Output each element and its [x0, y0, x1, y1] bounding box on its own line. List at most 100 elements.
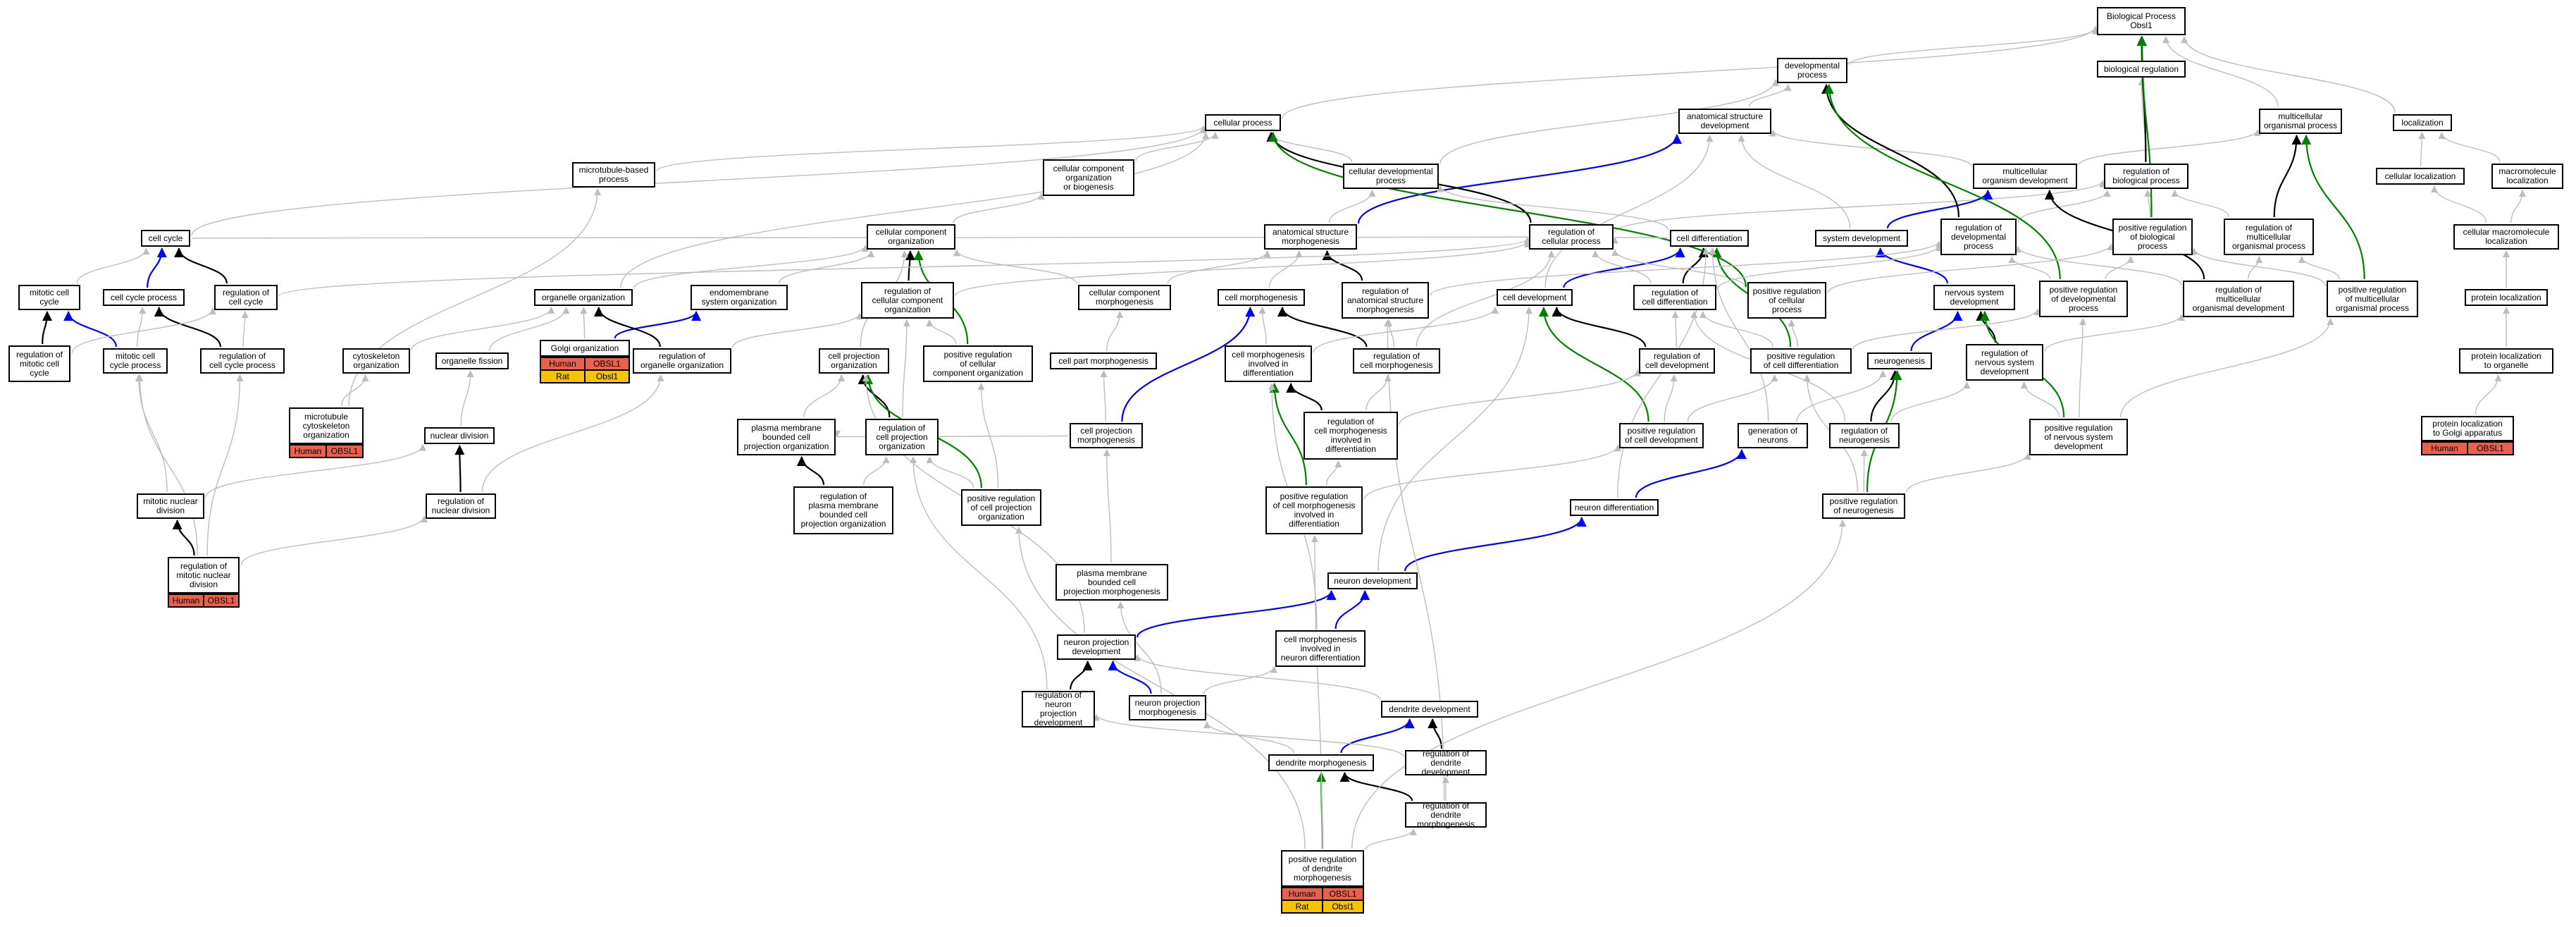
- go-term-regmultiproc[interactable]: regulation of multicellular organismal p…: [2224, 219, 2314, 255]
- go-term-regpmbcpo[interactable]: regulation of plasma membrane bounded ce…: [793, 486, 893, 534]
- go-term-regcc[interactable]: regulation of cell cycle: [214, 285, 278, 310]
- go-term-anatmorph[interactable]: anatomical structure morphogenesis: [1264, 224, 1357, 250]
- go-term-regneurogen[interactable]: regulation of neurogenesis: [1829, 423, 1900, 448]
- edge-regulates-denmorph-to-dendev: [1340, 718, 1415, 754]
- go-term-nucdiv[interactable]: nuclear division: [424, 427, 495, 444]
- go-term-cytoorg[interactable]: cytoskeleton organization: [342, 348, 410, 374]
- go-term-regdevproc[interactable]: regulation of developmental process: [1940, 219, 2017, 255]
- go-term-golgi[interactable]: Golgi organization: [540, 340, 630, 357]
- go-term-mtcyto[interactable]: microtubule cytoskeleton organization: [289, 407, 364, 444]
- go-term-neurdiff[interactable]: neuron differentiation: [1570, 499, 1659, 516]
- go-term-genneur[interactable]: generation of neurons: [1738, 423, 1808, 448]
- edge-is-a-regcelldev-to-regcelldiff: [1671, 311, 1679, 348]
- go-term-neurprojmorph[interactable]: neuron projection morphogenesis: [1129, 695, 1206, 720]
- go-term-regneurprojdev[interactable]: regulation of neuron projection developm…: [1022, 691, 1095, 728]
- go-term-celldev[interactable]: cell development: [1497, 289, 1573, 306]
- go-term-mitnucdiv[interactable]: mitotic nuclear division: [137, 493, 204, 519]
- go-term-cellmacroloc[interactable]: cellular macromolecule localization: [2453, 224, 2559, 250]
- go-term-pmbcpm[interactable]: plasma membrane bounded cell projection …: [1055, 564, 1168, 601]
- go-term-posregccorg[interactable]: positive regulation of cellular componen…: [923, 345, 1033, 382]
- go-term-ccomporg[interactable]: cellular component organization: [867, 224, 955, 250]
- go-term-cellpartmorph[interactable]: cell part morphogenesis: [1050, 352, 1157, 369]
- go-term-regmultidev[interactable]: regulation of multicellular organismal d…: [2183, 281, 2294, 317]
- go-term-orgorg[interactable]: organelle organization: [534, 289, 633, 306]
- go-term-ccorg[interactable]: cellular component organization or bioge…: [1043, 159, 1134, 196]
- go-term-cmind[interactable]: cell morphogenesis involved in different…: [1225, 345, 1312, 382]
- go-term-multidev[interactable]: multicellular organism development: [1973, 164, 2077, 189]
- edge-is-a-mitccproc-to-ccproc: [137, 307, 147, 348]
- go-term-celldevproc[interactable]: cellular developmental process: [1343, 164, 1439, 189]
- go-term-denmorph[interactable]: dendrite morphogenesis: [1268, 754, 1374, 771]
- go-term-regnsdev[interactable]: regulation of nervous system development: [1966, 344, 2043, 381]
- go-term-posregcellprojorg[interactable]: positive regulation of cell projection o…: [961, 489, 1041, 526]
- go-term-regcellprojorg[interactable]: regulation of cell projection organizati…: [865, 419, 939, 455]
- go-term-regcmind[interactable]: regulation of cell morphogenesis involve…: [1304, 412, 1398, 460]
- edge-is-a-mitnucdiv-to-mitccproc: [135, 374, 168, 493]
- go-term-posregmulti[interactable]: positive regulation of multicellular org…: [2327, 281, 2418, 317]
- go-term-regccorg[interactable]: regulation of cellular component organiz…: [861, 282, 954, 319]
- go-term-posregcellproc[interactable]: positive regulation of cellular process: [1747, 282, 1826, 319]
- edge-is-a-posregcelldev-to-posregcelldiff: [1687, 374, 1778, 422]
- go-term-neurdev[interactable]: neuron development: [1327, 572, 1418, 589]
- go-term-ccmorph[interactable]: cellular component morphogenesis: [1078, 285, 1171, 310]
- go-term-pmbcpo[interactable]: plasma membrane bounded cell projection …: [737, 419, 836, 455]
- go-term-regcellmorph[interactable]: regulation of cell morphogenesis: [1353, 348, 1440, 374]
- go-term-sysdev[interactable]: system development: [1815, 230, 1908, 247]
- go-term-endosys[interactable]: endomembrane system organization: [691, 285, 788, 310]
- go-term-cellprojorg[interactable]: cell projection organization: [819, 348, 889, 374]
- go-term-localization[interactable]: localization: [2393, 114, 2452, 131]
- go-term-reganatmorph[interactable]: regulation of anatomical structure morph…: [1342, 282, 1429, 319]
- go-term-cmnd[interactable]: cell morphogenesis involved in neuron di…: [1275, 630, 1366, 667]
- go-term-posregnsdev[interactable]: positive regulation of nervous system de…: [2029, 419, 2128, 455]
- edge-is-a-regnucdiv-to-regorgorg: [481, 374, 664, 493]
- edge-is-a-posregcmind-to-regcmind: [1326, 460, 1342, 486]
- go-term-regdendev[interactable]: regulation of dendrite development: [1405, 749, 1487, 776]
- go-term-posregdenmorph[interactable]: positive regulation of dendrite morphoge…: [1281, 850, 1364, 887]
- edge-is-a-posregcelldiff-to-posregdevproc: [1852, 308, 2041, 350]
- go-term-protlocorg[interactable]: protein localization to organelle: [2459, 348, 2553, 374]
- go-term-mitccproc[interactable]: mitotic cell cycle process: [103, 348, 168, 374]
- go-term-cellmorph[interactable]: cell morphogenesis: [1218, 289, 1305, 306]
- edge-is-a-posregneurogen-to-posregnsdev: [1906, 453, 2031, 493]
- go-term-anatdev[interactable]: anatomical structure development: [1678, 109, 1771, 134]
- go-term-protloc[interactable]: protein localization: [2465, 289, 2548, 306]
- go-term-posregneurogen[interactable]: positive regulation of neurogenesis: [1822, 493, 1905, 519]
- edge-is-a-cellpartmorph-to-ccmorph: [1106, 311, 1124, 352]
- go-term-orgfis[interactable]: organelle fission: [435, 352, 509, 369]
- edge-is-a-ccmorph-to-anatmorph: [1167, 250, 1271, 284]
- go-term-regcelldiff[interactable]: regulation of cell differentiation: [1633, 285, 1716, 310]
- go-term-regcelldev[interactable]: regulation of cell development: [1639, 348, 1715, 374]
- go-term-posregcelldev[interactable]: positive regulation of cell development: [1619, 423, 1704, 448]
- go-term-regorgorg[interactable]: regulation of organelle organization: [633, 348, 731, 374]
- go-term-regmitcc[interactable]: regulation of mitotic cell cycle: [8, 345, 70, 382]
- go-term-bp[interactable]: Biological Process Obsl1: [2097, 7, 2186, 35]
- go-term-posregdevproc[interactable]: positive regulation of developmental pro…: [2039, 281, 2128, 317]
- go-term-bioreg[interactable]: biological regulation: [2097, 61, 2186, 78]
- go-term-cellprojmorph[interactable]: cell projection morphogenesis: [1070, 423, 1143, 448]
- go-term-regccproc[interactable]: regulation of cell cycle process: [200, 348, 285, 374]
- go-term-cellproc[interactable]: cellular process: [1205, 114, 1281, 131]
- go-term-cellloc[interactable]: cellular localization: [2376, 168, 2465, 185]
- go-term-regmitnucdiv[interactable]: regulation of mitotic nuclear division: [168, 557, 240, 594]
- go-term-ccproc[interactable]: cell cycle process: [103, 289, 185, 306]
- go-term-regcellproc[interactable]: regulation of cellular process: [1529, 224, 1614, 250]
- go-term-posregcmind[interactable]: positive regulation of cell morphogenesi…: [1265, 486, 1363, 534]
- go-term-celldiff[interactable]: cell differentiation: [1670, 230, 1749, 247]
- go-term-regdenmorph[interactable]: regulation of dendrite morphogenesis: [1405, 801, 1487, 828]
- go-term-regbp[interactable]: regulation of biological process: [2104, 164, 2188, 189]
- go-term-dendev[interactable]: dendrite development: [1381, 701, 1478, 718]
- go-term-macroloc[interactable]: macromolecule localization: [2491, 164, 2563, 189]
- edge-part-of-regmitnucdiv-to-mitnucdiv: [172, 520, 195, 556]
- go-term-protlocgolgi[interactable]: protein localization to Golgi apparatus: [2421, 416, 2514, 441]
- go-term-multiproc[interactable]: multicellular organismal process: [2259, 109, 2342, 134]
- go-term-nsdev[interactable]: nervous system development: [1933, 285, 2015, 310]
- go-term-posregcelldiff[interactable]: positive regulation of cell differentiat…: [1750, 348, 1852, 374]
- go-term-devproc[interactable]: developmental process: [1777, 58, 1847, 83]
- go-term-posregbp[interactable]: positive regulation of biological proces…: [2112, 219, 2193, 255]
- go-term-neurprojdev[interactable]: neuron projection development: [1057, 634, 1136, 660]
- go-term-mitcc[interactable]: mitotic cell cycle: [18, 285, 80, 310]
- go-term-cellcycle[interactable]: cell cycle: [141, 230, 190, 247]
- go-term-regnucdiv[interactable]: regulation of nuclear division: [426, 493, 496, 519]
- go-term-mtproc[interactable]: microtubule-based process: [572, 162, 655, 188]
- go-term-neurogenesis[interactable]: neurogenesis: [1867, 352, 1932, 369]
